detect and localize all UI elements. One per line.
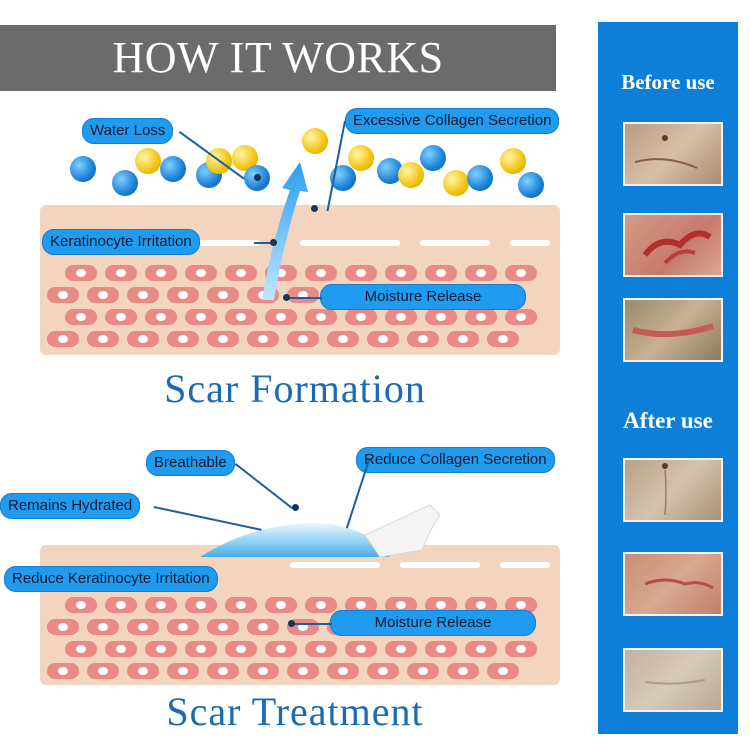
scar-formation-title: Scar Formation	[164, 366, 426, 411]
collagen-molecule-icon	[398, 162, 424, 188]
breathable-label: Breathable	[146, 450, 235, 476]
reduce-keratinocyte-label: Reduce Keratinocyte Irritation	[4, 566, 218, 592]
water-molecule-icon	[467, 165, 493, 191]
before-photo-2	[623, 213, 723, 277]
silicone-gel-icon	[200, 504, 441, 558]
collagen-molecule-icon	[302, 128, 328, 154]
header-bar	[0, 25, 556, 91]
moisture-release-label: Moisture Release	[320, 284, 526, 310]
after-photo-2	[623, 552, 723, 616]
water-molecule-icon	[420, 145, 446, 171]
after-use-heading: After use	[623, 408, 713, 433]
collagen-molecule-icon	[135, 148, 161, 174]
water-molecule-icon	[518, 172, 544, 198]
water-molecule-icon	[70, 156, 96, 182]
collagen-molecule-icon	[443, 170, 469, 196]
water-loss-label: Water Loss	[82, 118, 174, 144]
skin-strata-line	[40, 562, 560, 572]
after-photo-3	[623, 648, 723, 712]
moisture-arrow-icon	[262, 162, 308, 300]
before-use-heading: Before use	[621, 70, 715, 94]
excessive-collagen-label: Excessive Collagen Secretion	[345, 108, 560, 134]
reduce-collagen-label: Reduce Collagen Secretion	[356, 447, 555, 473]
collagen-molecule-icon	[348, 145, 374, 171]
water-molecule-icon	[160, 156, 186, 182]
skin-cells	[47, 597, 555, 685]
before-photo-3	[623, 298, 723, 362]
collagen-molecule-icon	[500, 148, 526, 174]
remains-hydrated-label: Remains Hydrated	[0, 493, 141, 519]
before-photo-1	[623, 122, 723, 186]
after-photo-1	[623, 458, 723, 522]
water-molecule-icon	[112, 170, 138, 196]
keratinocyte-irritation-label: Keratinocyte Irritation	[42, 229, 200, 255]
page-title: HOW IT WORKS	[112, 33, 444, 82]
moisture-release-label: Moisture Release	[330, 610, 536, 636]
scar-treatment-title: Scar Treatment	[166, 689, 424, 734]
